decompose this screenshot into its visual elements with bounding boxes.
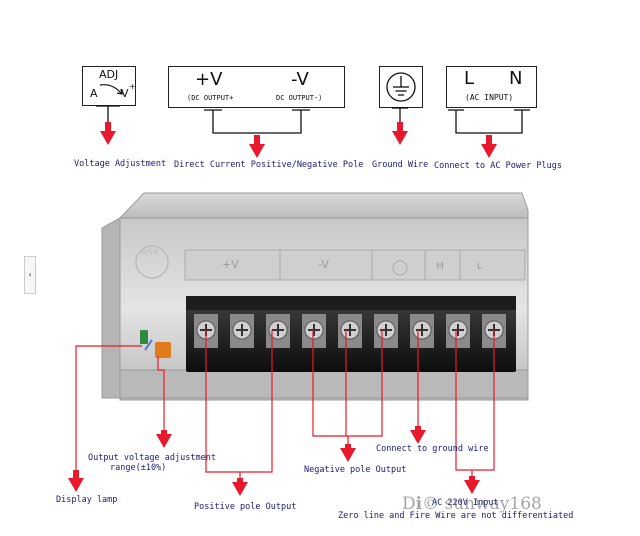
arrow-output-adj [156, 430, 172, 448]
brand-mark: ASK [141, 248, 159, 258]
label-zero-fire: Zero line and Fire Wire are not differen… [338, 511, 574, 521]
chassis-side [101, 217, 121, 399]
dc-minus-sub: DC OUTPUT-) [276, 94, 323, 102]
wiring [75, 330, 495, 480]
arrow-ground [392, 122, 408, 145]
arrow-ac [481, 135, 497, 158]
top-arrows [100, 122, 497, 158]
label-strip [184, 249, 526, 281]
label-output-adj-1: Output voltage adjustment [88, 453, 216, 463]
adj-curve-arrow-icon [99, 84, 123, 95]
ac-sub: (AC INPUT) [465, 93, 514, 102]
panel-label-l: L [477, 262, 483, 272]
terminal-screw [230, 314, 254, 348]
chassis-top [118, 192, 529, 219]
ac-box: L N (AC INPUT) [446, 66, 537, 108]
label-ground-wire: Ground Wire [372, 160, 429, 170]
ac-n: N [509, 68, 523, 89]
brand-mark-icon [135, 245, 169, 279]
watermark: Dℹ© sunway168 [402, 494, 542, 514]
arrow-display-lamp [68, 470, 84, 492]
label-ac-input: AC 220V Input [432, 498, 499, 508]
terminal-screw [410, 314, 434, 348]
terminal-screws [194, 314, 506, 348]
label-voltage-adjustment: Voltage Adjustment [74, 159, 167, 169]
label-connect-ground: Connect to ground wire [376, 444, 489, 454]
side-collapse-tab[interactable]: ‹ [24, 256, 36, 294]
arrow-ground-out [410, 426, 426, 444]
panel-label-m: M [436, 262, 444, 272]
dc-minus: -V [291, 69, 309, 90]
adjustment-pot [155, 342, 171, 358]
label-output-adj-2: range(±10%) [110, 463, 167, 473]
label-ac-plugs: Connect to AC Power Plugs [434, 161, 562, 171]
adj-title: ADJ [99, 68, 119, 81]
bottom-arrows [68, 426, 480, 496]
panel-label-plus: +V [222, 258, 239, 271]
bottom-rail [119, 369, 529, 399]
terminal-screw [446, 314, 470, 348]
ac-l: L [464, 68, 475, 89]
arrow-ac-in [464, 476, 480, 494]
adj-v: V [121, 87, 129, 100]
label-positive-pole: Positive pole Output [194, 502, 297, 512]
ground-symbol-icon [386, 72, 416, 102]
dc-box: +V -V (DC OUTPUT+ DC OUTPUT-) [168, 66, 345, 108]
adj-a: A [90, 87, 98, 100]
adj-v-sup: + [129, 82, 136, 91]
dc-plus: +V [195, 69, 223, 90]
ground-box [379, 66, 423, 108]
arrow-positive [232, 478, 248, 496]
label-display-lamp: Display lamp [56, 495, 118, 505]
terminal-screw [302, 314, 326, 348]
terminal-ridge [186, 296, 516, 310]
dc-plus-sub: (DC OUTPUT+ [187, 94, 234, 102]
top-connector-lines [96, 105, 530, 134]
arrow-dc [249, 135, 265, 158]
panel-label-minus: -V [318, 258, 329, 271]
display-lamp-led [140, 330, 148, 344]
terminal-screw [338, 314, 362, 348]
terminal-screw [374, 314, 398, 348]
adj-box: ADJ A V + [82, 66, 136, 106]
arrow-negative [340, 444, 356, 462]
arrow-voltage-adj [100, 122, 116, 145]
label-dc-pos-neg: Direct Current Positive/Negative Pole [174, 160, 364, 170]
terminal-screw [266, 314, 290, 348]
label-negative-pole: Negative pole Output [304, 465, 407, 475]
